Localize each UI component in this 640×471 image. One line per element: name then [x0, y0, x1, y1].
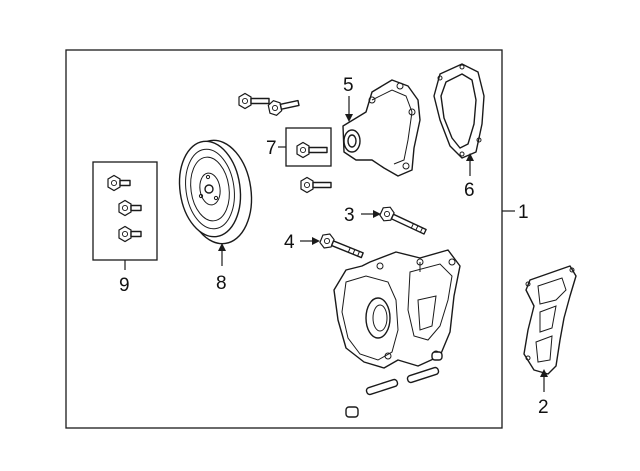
- dowel-pin-icon: [345, 406, 359, 418]
- callout-5-label: 5: [343, 75, 354, 96]
- callout-3-label: 3: [344, 205, 355, 226]
- pump-bolt-icon: [296, 141, 328, 159]
- pump-bolt-icon: [266, 98, 300, 118]
- pump-bolt-icon: [300, 176, 332, 194]
- pulley-bolt-icon: [118, 225, 142, 243]
- pulley-bolt-icon: [107, 174, 131, 192]
- callout-4-label: 4: [284, 232, 295, 253]
- water-pump-icon: [342, 79, 421, 177]
- dowel-pin-icon: [365, 378, 399, 396]
- callout-6-label: 6: [464, 180, 475, 201]
- short-bolt-icon: [318, 231, 364, 259]
- callout-8-label: 8: [216, 273, 227, 294]
- pulley-icon: [178, 139, 253, 245]
- callout-2-label: 2: [538, 397, 549, 418]
- pulley-bolts-group: [92, 161, 158, 261]
- long-bolt-icon: [377, 204, 427, 235]
- pulley-bolt-icon: [118, 199, 142, 217]
- callout-9-label: 9: [119, 275, 130, 296]
- pump-bolt-icon: [238, 92, 270, 110]
- dowel-pin-icon: [431, 351, 443, 361]
- pump-housing-icon: [333, 249, 461, 369]
- callout-7-label: 7: [266, 138, 277, 159]
- pump-gasket-icon: [433, 63, 485, 159]
- dowel-pin-icon: [406, 366, 440, 384]
- callout-1-label: 1: [518, 202, 529, 223]
- housing-gasket-icon: [523, 265, 577, 375]
